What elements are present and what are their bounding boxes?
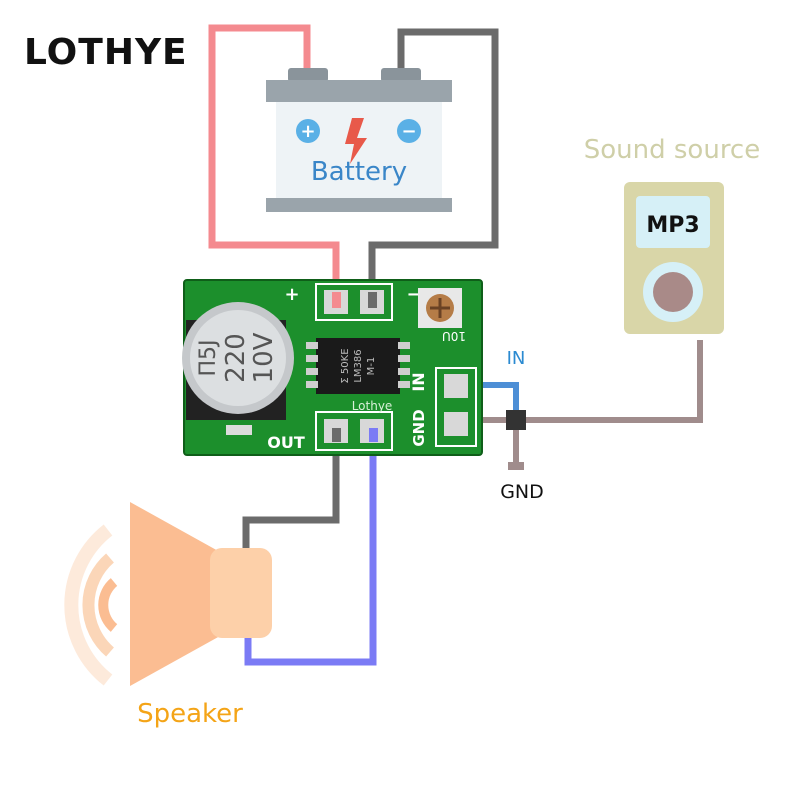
minus-icon: [397, 119, 421, 143]
wire-junction: [506, 410, 526, 430]
chip-text-group: Σ 50KE LM386 M-1: [340, 348, 377, 383]
mp3-screen-text: MP3: [646, 213, 699, 238]
mp3-wheel-center: [653, 272, 693, 312]
capacitor-marking-3: 10V: [249, 332, 279, 383]
in-label: IN: [507, 348, 526, 369]
wire-end-speaker-neg: [332, 428, 341, 442]
battery-terminal-positive: [288, 68, 328, 82]
wire-end-red: [332, 292, 341, 308]
sound-wave-outer-icon: [64, 524, 113, 686]
board-in-silk: IN: [409, 372, 428, 391]
speaker-magnet: [210, 548, 272, 638]
capacitor-marking-1: Π5J: [196, 339, 221, 376]
battery-bottom-cap: [266, 198, 452, 212]
chip-marking-1: Σ 50KE: [340, 348, 351, 383]
board-logo-silk: Lothye: [352, 399, 393, 413]
board-minus-silk: −: [406, 284, 421, 305]
input-pad-signal: [444, 374, 468, 398]
wire-end-dark: [368, 292, 377, 308]
input-pad-ground: [444, 412, 468, 436]
board-plus-silk: +: [284, 284, 299, 305]
sound-wave-inner-icon: [98, 578, 118, 632]
lm386-chip: [316, 338, 400, 394]
battery-terminal-negative: [381, 68, 421, 82]
wire-battery-positive: [208, 24, 340, 305]
battery-label: Battery: [311, 157, 407, 187]
output-header-outline: [315, 411, 393, 451]
battery-plus-symbol: +: [300, 121, 315, 142]
board-10u-silk: 10U: [442, 329, 466, 343]
chip-marking-3: M-1: [366, 357, 377, 376]
gnd-label: GND: [500, 481, 544, 503]
wire-battery-negative: [368, 28, 499, 305]
wire-sound-ground: [458, 340, 703, 423]
potentiometer-slot: [430, 298, 450, 318]
chip-pins: [306, 342, 410, 388]
speaker: [64, 502, 272, 686]
input-header-outline: [435, 367, 477, 447]
gnd-terminal: [508, 462, 524, 470]
wire-speaker-negative: [242, 432, 340, 548]
amplifier-board: Π5J 220 10V + − 10U Σ 50KE LM386 M-1: [182, 279, 483, 456]
mp3-player: MP3: [624, 182, 724, 334]
board-out-silk: OUT: [267, 433, 305, 452]
speaker-cone: [130, 502, 220, 686]
board-gnd-silk: GND: [410, 409, 428, 446]
battery: + − Battery: [266, 68, 452, 212]
lightning-bolt-icon: [345, 118, 367, 164]
plus-icon: [296, 119, 320, 143]
smd-pad: [226, 425, 252, 435]
capacitor-top: [190, 310, 286, 406]
wire-speaker-positive: [244, 432, 377, 666]
brand-logo: LOTHYE: [24, 32, 188, 73]
capacitor-marking-2: 220: [221, 333, 251, 383]
chip-marking-2: LM386: [353, 349, 364, 382]
battery-top-cap: [266, 80, 452, 102]
battery-minus-symbol: −: [401, 121, 416, 142]
speaker-label: Speaker: [137, 699, 243, 729]
sound-source-label: Sound source: [584, 135, 760, 165]
sound-wave-middle-icon: [82, 553, 115, 657]
power-header-outline: [315, 283, 393, 321]
wire-end-speaker-pos: [369, 428, 378, 442]
capacitor-text-group: Π5J 220 10V: [196, 332, 279, 383]
mp3-screen: [636, 196, 710, 248]
